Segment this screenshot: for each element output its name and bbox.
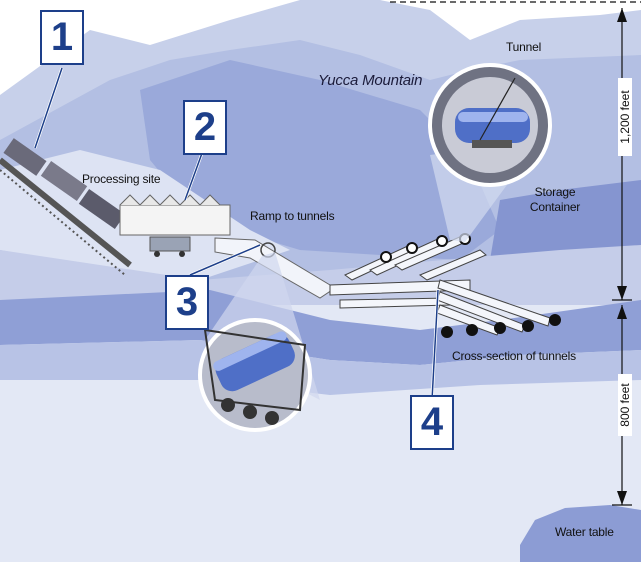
water-table-area <box>520 505 641 562</box>
marker-1: 1 <box>40 10 84 65</box>
train-icon <box>0 138 132 276</box>
tunnel-magnifier <box>428 63 552 187</box>
storage-container-label: Storage Container <box>529 185 581 214</box>
tunnel-grid <box>329 235 551 336</box>
processing-site-label: Processing site <box>82 172 161 186</box>
tunnel-pointer <box>479 77 516 141</box>
processing-buildings-icon <box>119 194 231 257</box>
depth-lower-label: 800 feet <box>618 374 632 436</box>
water-table-label: Water table <box>555 525 614 539</box>
mountain-label: Yucca Mountain <box>318 72 423 89</box>
tunnel-label: Tunnel <box>506 40 542 54</box>
marker-3: 3 <box>165 275 209 330</box>
cross-section-label: Cross-section of tunnels <box>452 349 576 363</box>
marker-2: 2 <box>183 100 227 155</box>
depth-upper-label: 1,200 feet <box>618 78 632 156</box>
rock-layer <box>0 290 641 365</box>
ramp-label: Ramp to tunnels <box>250 209 335 223</box>
marker-4: 4 <box>410 395 454 450</box>
ramp-magnifier <box>198 318 312 432</box>
